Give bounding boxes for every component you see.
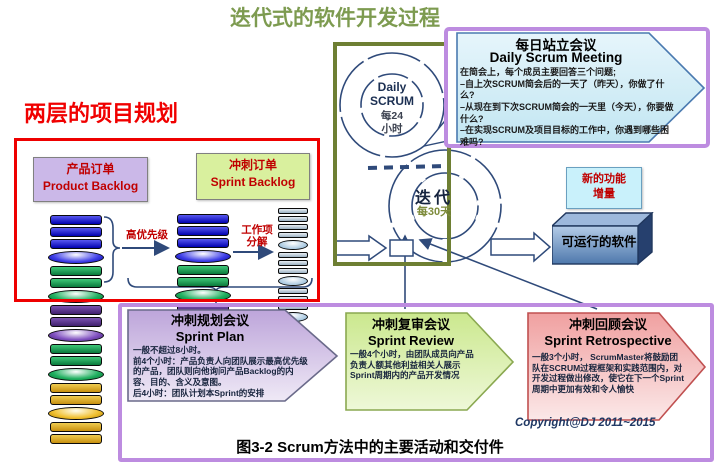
sprint-review-title-en: Sprint Review — [368, 333, 454, 349]
backlog-item — [50, 344, 102, 354]
backlog-item — [50, 422, 102, 432]
backlog-item — [278, 232, 308, 238]
sprint-plan-title-cn: 冲刺规划会议 — [170, 313, 249, 328]
backlog-item — [175, 250, 231, 263]
backlog-item — [50, 356, 102, 366]
product-backlog-stack — [48, 214, 104, 445]
backlog-item — [50, 215, 102, 225]
backlog-item — [50, 383, 102, 393]
runnable-software-label: 可运行的软件 — [561, 235, 637, 249]
backlog-item — [48, 329, 104, 342]
backlog-item — [278, 260, 308, 266]
sprint-plan-title-en: Sprint Plan — [175, 329, 245, 345]
sprint-plan-title: 冲刺规划会议 Sprint Plan — [134, 313, 286, 346]
backlog-item — [278, 224, 308, 230]
copyright-text: Copyright@DJ 2011~2015 — [515, 417, 656, 429]
iteration-period: 每30天 — [416, 206, 452, 218]
backlog-item — [278, 268, 308, 274]
daily-scrum-period: 每24 小时 — [380, 110, 404, 136]
sprint-retrospective-title-cn: 冲刺回顾会议 — [568, 317, 647, 332]
daily-meeting-body: 在简会上，每个成员主要回答三个问题; –自上次SCRUM简会后的一天了（昨天），… — [460, 67, 674, 148]
backlog-item — [278, 208, 308, 214]
output-block-arrow — [490, 231, 552, 263]
backlog-red-frame — [14, 138, 320, 302]
backlog-item — [177, 238, 229, 248]
sprint-review-title: 冲刺复审会议 Sprint Review — [350, 317, 472, 350]
backlog-item — [50, 266, 102, 276]
backlog-item — [48, 251, 104, 264]
sprint-retrospective-title-en: Sprint Retrospective — [544, 333, 672, 349]
backlog-item — [48, 407, 104, 420]
sprint-retrospective-title: 冲刺回顾会议 Sprint Retrospective — [532, 317, 684, 350]
backlog-item — [50, 395, 102, 405]
backlog-item — [50, 278, 102, 288]
breakdown-arrow-label: 工作项 分解 — [241, 224, 273, 249]
sprint-plan-body: 一般不超过8小时。 前4个小时：产品负责人向团队展示最高优先级的产品，团队则向他… — [133, 345, 308, 398]
backlog-item — [177, 265, 229, 275]
backlog-item — [177, 214, 229, 224]
priority-arrow-label: 高优先级 — [126, 229, 168, 241]
sprint-backlog-note: 冲刺订单 Sprint Backlog — [196, 153, 310, 200]
figure-caption: 图3-2 Scrum方法中的主要活动和交付件 — [236, 439, 504, 456]
sprint-review-body: 一般4个小时，由团队成员向产品负责人额其他利益相关人展示Sprint周期内的产品… — [350, 349, 474, 381]
backlog-item — [177, 226, 229, 236]
daily-scrum-label: Daily SCRUM — [370, 80, 414, 109]
backlog-item — [50, 227, 102, 237]
sprint-review-title-cn: 冲刺复审会议 — [371, 317, 450, 332]
page-title: 迭代式的软件开发过程 — [230, 6, 440, 30]
backlog-item — [50, 305, 102, 315]
daily-scrum-olive-frame — [333, 42, 451, 266]
backlog-item — [48, 368, 104, 381]
product-backlog-note: 产品订单 Product Backlog — [33, 157, 148, 202]
sprint-retrospective-body: 一般3个小时， ScrumMaster将鼓励团队在SCRUM过程框架和实践范围内… — [532, 352, 685, 394]
backlog-item — [50, 317, 102, 327]
backlog-item — [278, 252, 308, 258]
backlog-item — [50, 434, 102, 444]
new-increment-note: 新的功能 增量 — [566, 167, 642, 209]
daily-meeting-subtitle: Daily Scrum Meeting — [489, 50, 623, 65]
backlog-item — [278, 240, 308, 250]
backlog-item — [278, 216, 308, 222]
meetings-purple-frame — [118, 303, 714, 462]
two-level-planning-heading: 两层的项目规划 — [24, 101, 179, 126]
backlog-item — [50, 239, 102, 249]
